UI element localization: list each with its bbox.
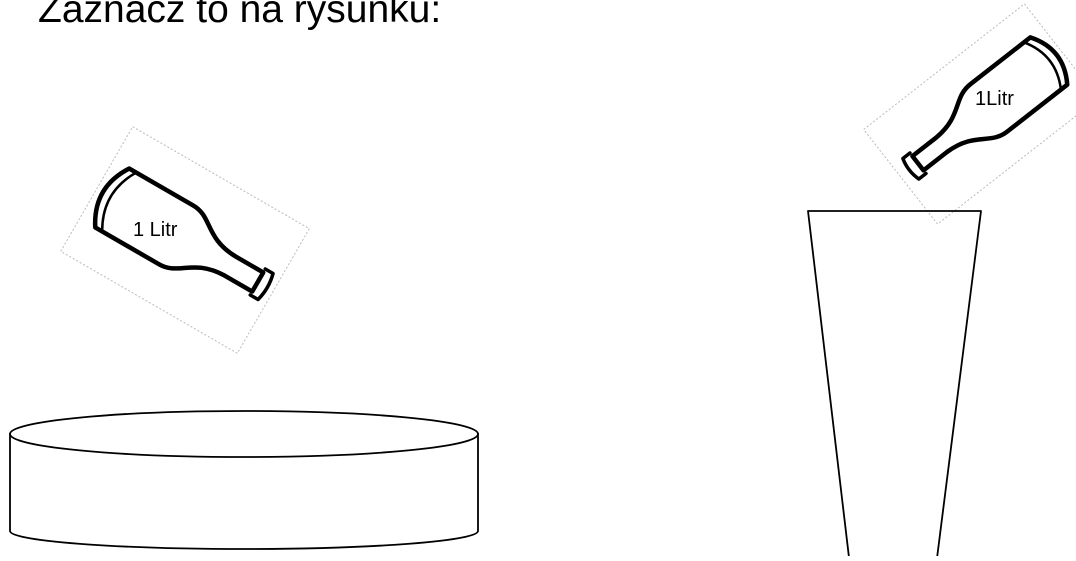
tall-glass[interactable] [808,211,981,556]
right-bottle-label: 1Litr [975,88,1014,110]
left-bottle-label: 1 Litr [133,219,178,241]
right-bottle[interactable] [864,4,1076,224]
slide-title: Zaznacz to na rysunku: [38,0,441,34]
left-bottle[interactable] [61,127,310,354]
milk-bottle-icon [86,163,275,311]
wide-container[interactable] [10,411,478,549]
left-bottle-selection-box [61,127,310,354]
right-bottle-selection-box [864,4,1076,224]
tall-glass-outline [808,211,981,556]
wide-container-top-rim [10,411,478,457]
